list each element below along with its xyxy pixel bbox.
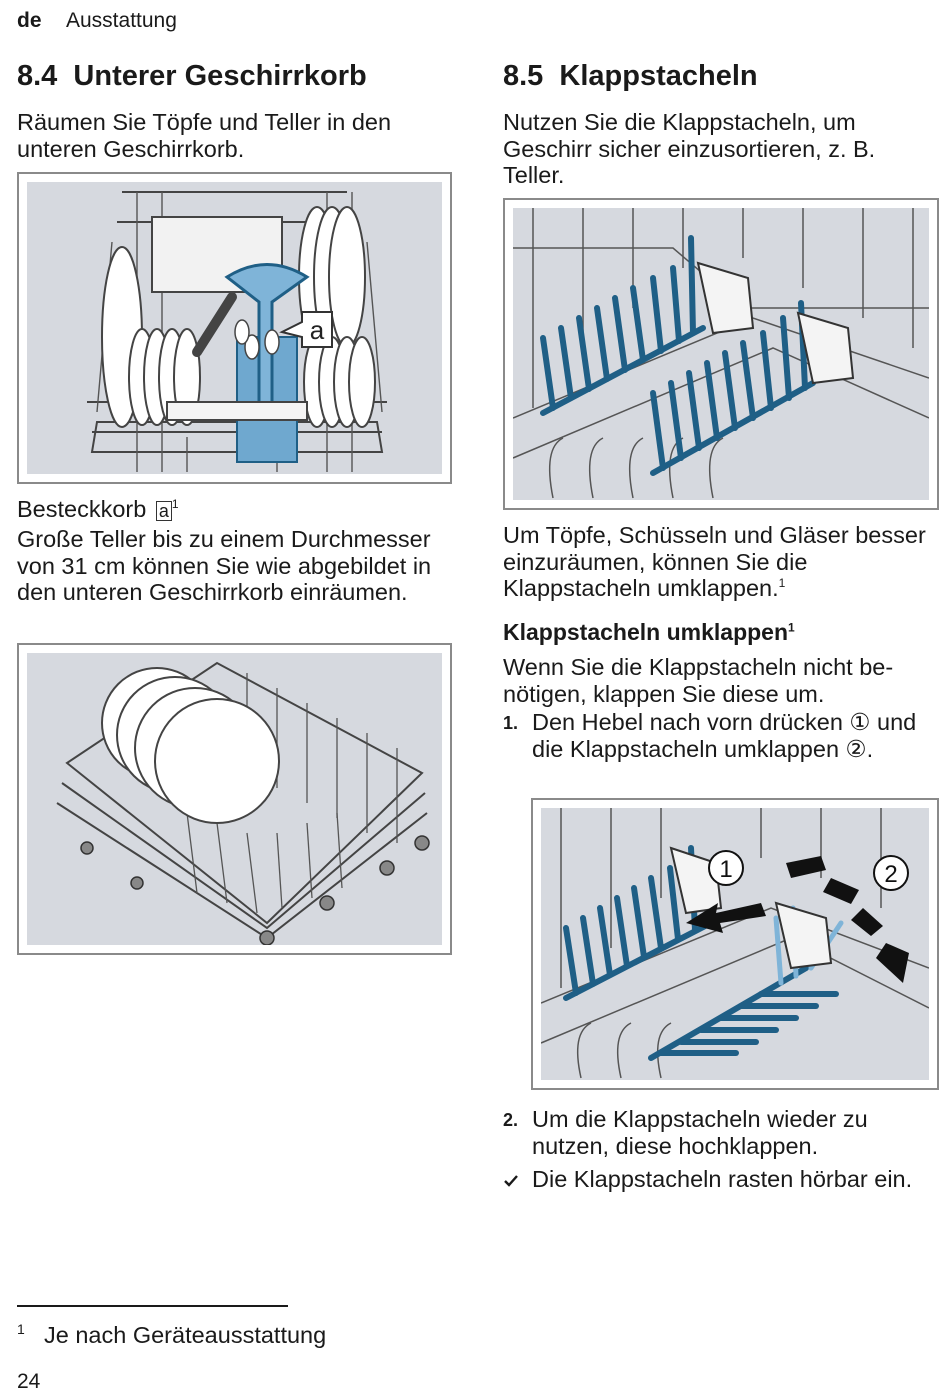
fold-text-body: Um Töpfe, Schüsseln und Gläser besser ei… (503, 522, 926, 601)
header-section: Ausstattung (66, 9, 177, 32)
caption-footnote-ref: 1 (171, 497, 179, 512)
step-2: 2. Um die Klappstacheln wieder zu nutzen… (503, 1106, 935, 1160)
subtitle-text: Klappstacheln umklappen (503, 619, 789, 645)
subtitle-fold-spikes: Klappstacheln umklappen1 (503, 619, 795, 646)
subtitle-footnote-ref: 1 (788, 620, 795, 635)
figure-lower-basket-plates (17, 643, 452, 955)
checkmark-icon (503, 1170, 519, 1197)
language-code: de (17, 9, 42, 32)
step-1-text: Den Hebel nach vorn drücken ① und die Kl… (532, 709, 917, 762)
step-1-number: 1. (503, 713, 519, 733)
section-title-8-5: 8.5 Klappstacheln (503, 60, 758, 92)
caption-callout-box: a (155, 501, 172, 521)
page-number: 24 (17, 1370, 41, 1393)
fig-label-2: 2 (884, 861, 897, 888)
fig-label-1: 1 (719, 856, 732, 883)
figure-lower-basket-loaded: a (17, 172, 452, 484)
fold-text: Um Töpfe, Schüsseln und Gläser besser ei… (503, 522, 933, 602)
caption-label: Besteckkorb (17, 496, 147, 522)
sub-intro: Wenn Sie die Klappstacheln nicht be­nöti… (503, 654, 894, 707)
fold-text-footnote-ref: 1 (778, 576, 786, 591)
footnote-mark: 1 (17, 1321, 25, 1337)
lower-basket-plates-illustration (27, 653, 442, 945)
figure-klappstacheln-upright (503, 198, 939, 510)
intro-lower-basket: Räumen Sie Töpfe und Teller in den unter… (17, 109, 392, 162)
intro-klappstacheln: Nutzen Sie die Klappstacheln, um Geschir… (503, 109, 876, 188)
callout-a: a (310, 315, 325, 345)
figure-klappstacheln-fold: 1 2 (531, 798, 939, 1090)
large-plates-text: Große Teller bis zu einem Durchmes­ser v… (17, 526, 432, 605)
step-1: 1. Den Hebel nach vorn drücken ① und die… (503, 709, 935, 763)
klappstacheln-fold-illustration: 1 2 (541, 808, 929, 1080)
footnote-rule (17, 1305, 288, 1307)
result-line: Die Klappstacheln rasten hörbar ein. (503, 1166, 935, 1220)
lower-basket-illustration: a (27, 182, 442, 474)
section-title-8-4: 8.4 Unterer Geschirrkorb (17, 60, 367, 92)
klappstacheln-upright-illustration (513, 208, 929, 500)
result-text: Die Klappstacheln rasten hörbar ein. (532, 1166, 913, 1192)
step-2-text: Um die Klappstacheln wieder zu nutzen, d… (532, 1106, 868, 1159)
footnote-text: Je nach Geräteausstattung (44, 1322, 327, 1348)
step-2-number: 2. (503, 1110, 519, 1130)
